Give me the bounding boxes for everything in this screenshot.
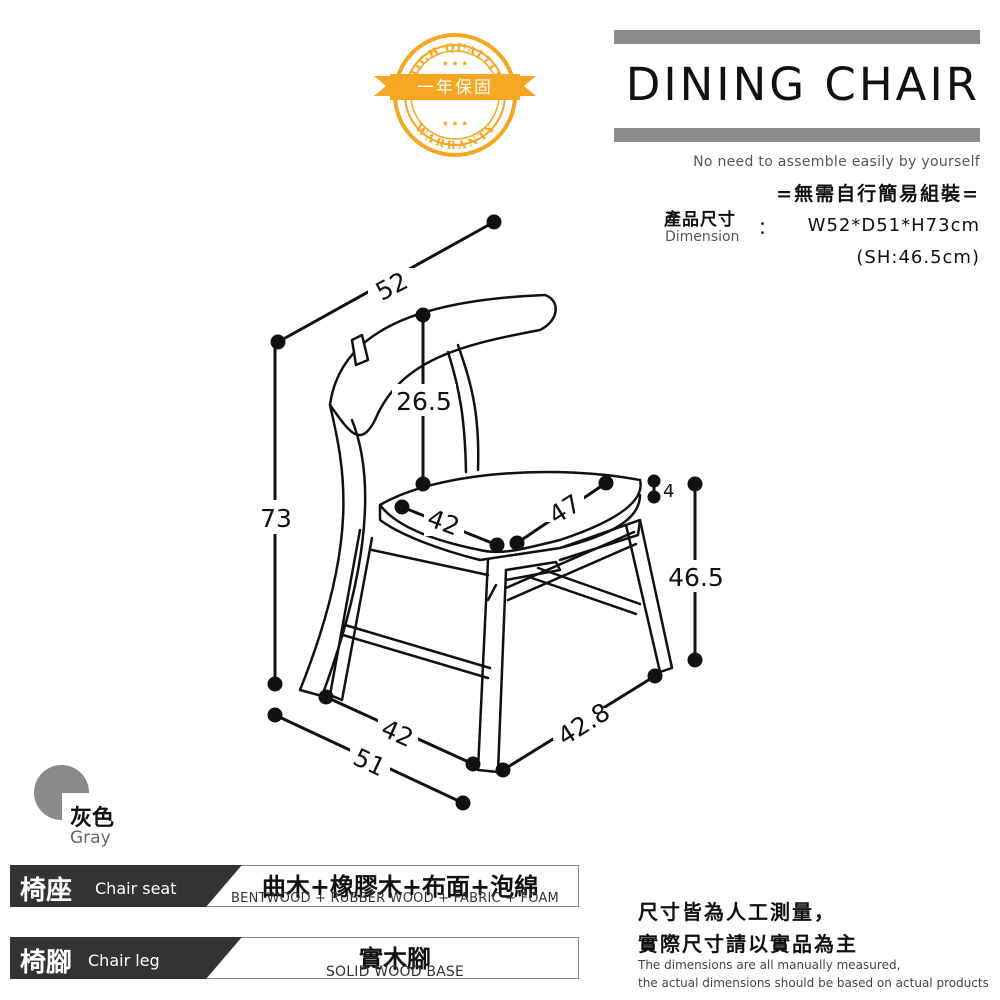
subtitle-zh: =無需自行簡易組裝= [776,183,980,205]
dimension-lines [267,214,703,811]
spec-part-zh: 椅腳 [20,948,73,978]
badge-ribbon-text: 一年保固 [417,78,493,98]
spec-row-leg: 椅腳 Chair leg 實木腳 SOLID WOOD BASE [10,937,580,980]
spec-part-zh: 椅座 [20,876,73,906]
spec-material-zh: 實木腳 [359,945,431,973]
note-line1-en: The dimensions are all manually measured… [638,958,901,972]
spec-material-en: SOLID WOOD BASE [325,964,465,980]
spec-material-en: BENTWOOD + RUBBER WOOD + FABRIC + FOAM [231,891,559,906]
dimension-value: W52*D51*H73cm [807,215,980,236]
dim-height-total: 73 [260,504,292,533]
dim-seat-height: 46.5 [668,563,724,592]
note-line2-zh: 實際尺寸請以實品為主 [638,932,858,956]
dimension-label-zh: 產品尺寸 [664,210,736,230]
dimension-label-en: Dimension [665,229,740,245]
color-name-en: Gray [70,828,111,848]
warranty-badge-icon: HIGH QUALITY WARRANTY 一年保固 ★ ★ ★ ★ ★ ★ [374,33,536,157]
spec-material-zh: 曲木+橡膠木+布面+泡綿 [261,873,539,901]
svg-text:★ ★ ★: ★ ★ ★ [442,119,469,128]
spec-row-seat: 椅座 Chair seat 曲木+橡膠木+布面+泡綿 BENTWOOD + RU… [10,865,580,907]
spec-part-en: Chair leg [88,951,160,970]
page-title: DINING CHAIR [625,58,980,111]
spec-part-en: Chair seat [95,879,177,898]
subtitle-en: No need to assemble easily by yourself [693,154,980,170]
dimension-colon: ： [758,218,776,239]
svg-text:★ ★ ★: ★ ★ ★ [442,59,469,68]
top-rule [614,30,980,44]
color-name-zh: 灰色 [70,806,115,831]
dim-backrest-height: 26.5 [396,387,452,416]
seat-height-value: (SH:46.5cm) [856,247,980,268]
note-line2-en: the actual dimensions should be based on… [638,976,989,990]
dim-seat-thickness: 4 [663,481,674,502]
bottom-rule [614,128,980,142]
note-line1-zh: 尺寸皆為人工測量， [638,900,836,924]
